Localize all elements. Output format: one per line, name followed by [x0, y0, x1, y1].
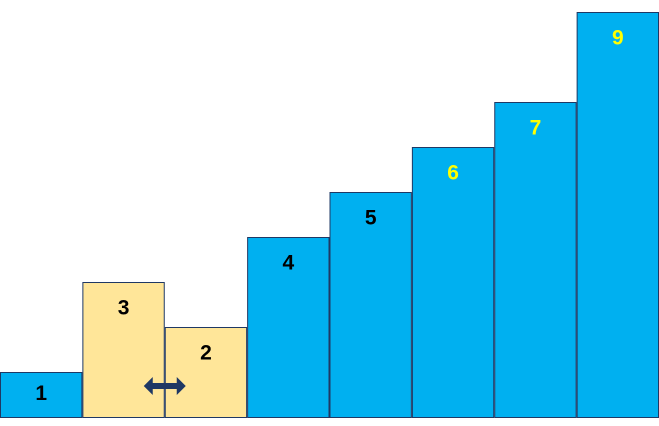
- bar-6: [494, 102, 577, 418]
- bar-label-0: 1: [35, 382, 47, 405]
- bar-0: [0, 372, 83, 418]
- bar-label-3: 4: [282, 252, 294, 275]
- bar-1: [82, 282, 165, 418]
- bar-label-1: 3: [118, 297, 130, 320]
- bar-label-7: 9: [612, 27, 624, 50]
- bar-4: [329, 192, 412, 418]
- bar-label-4: 5: [365, 207, 377, 230]
- bar-label-6: 7: [530, 117, 542, 140]
- bar-7: [576, 12, 659, 418]
- double-arrow-icon: [143, 377, 186, 395]
- bar-label-5: 6: [447, 162, 459, 185]
- bar-3: [247, 237, 330, 418]
- bar-2: [164, 327, 248, 418]
- bar-5: [411, 147, 495, 418]
- bar-label-2: 2: [200, 342, 212, 365]
